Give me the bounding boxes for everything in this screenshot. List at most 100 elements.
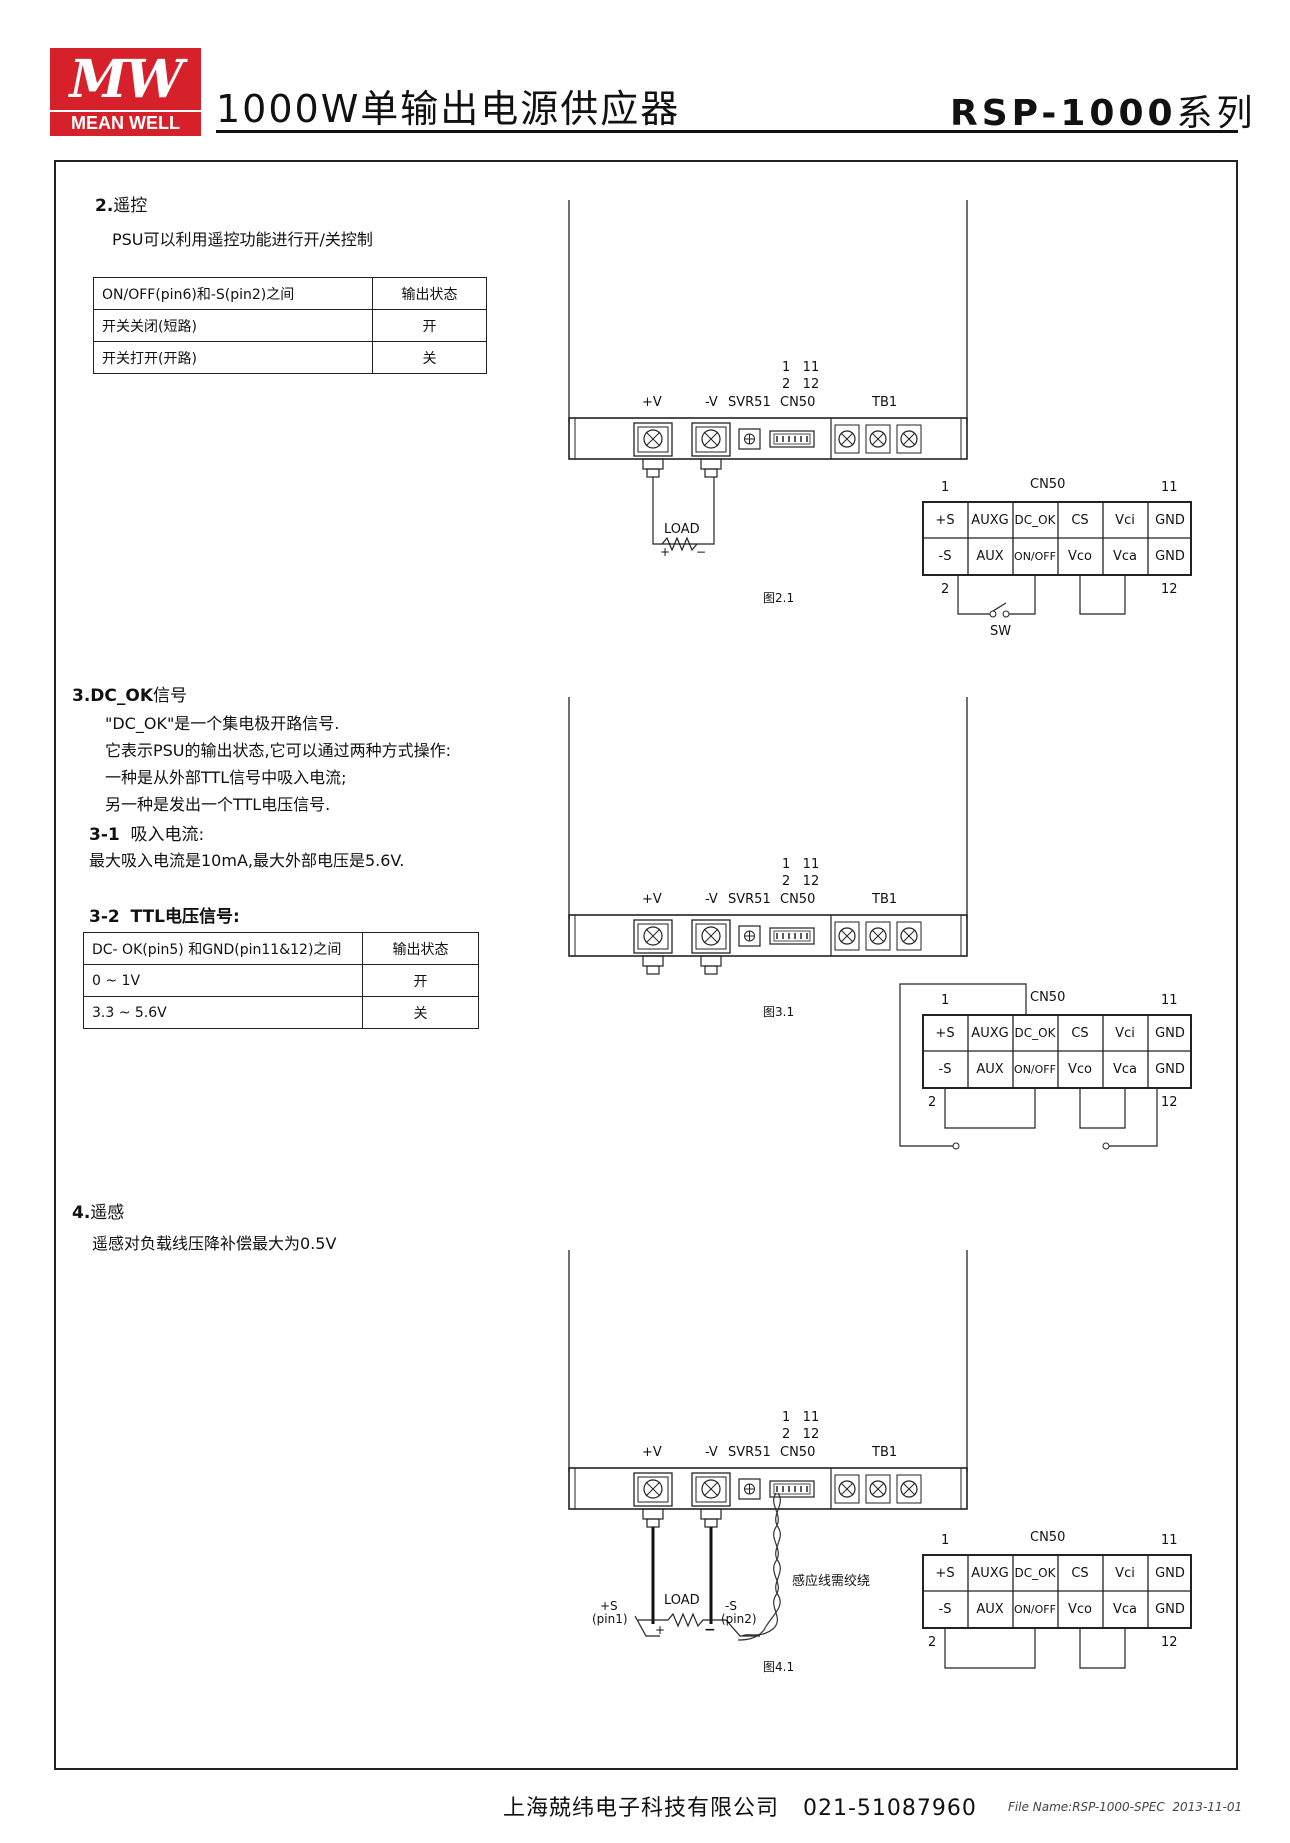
twist-note: 感应线需绞绕 bbox=[792, 1573, 870, 1589]
table-cell: 0 ~ 1V bbox=[83, 964, 363, 997]
cn50-cell: +S bbox=[935, 1026, 954, 1041]
cn50-cell: GND bbox=[1155, 1026, 1185, 1041]
logo-mark: MW bbox=[69, 49, 184, 110]
cn50-pin-11: 11 bbox=[1161, 993, 1178, 1008]
section2-heading: 2.遥控 bbox=[95, 194, 147, 218]
label-pins-bottom: 2 12 bbox=[782, 874, 819, 889]
cn50-cell: Vco bbox=[1068, 1602, 1092, 1617]
figure-3-1: +V -V SVR51 CN50 TB1 1 11 2 12 图3.1 CN50… bbox=[568, 696, 1192, 1150]
section2-title: 遥控 bbox=[113, 196, 148, 216]
section3-1-heading: 3-1 吸入电流: bbox=[89, 823, 204, 847]
cn50-cell: Vco bbox=[1068, 1062, 1092, 1077]
label-minus: − bbox=[704, 1622, 716, 1638]
figure-2-1: +V -V SVR51 CN50 TB1 1 11 2 12 LOAD + − … bbox=[568, 199, 1192, 639]
cn50-cell: AUX bbox=[976, 1062, 1003, 1077]
cn50-cell: CS bbox=[1071, 1026, 1088, 1041]
meanwell-logo: MW MEAN WELL bbox=[50, 48, 201, 136]
cn50-cell: Vco bbox=[1068, 549, 1092, 564]
table-cell: 关 bbox=[362, 996, 479, 1029]
figure-2-1-label: 图2.1 bbox=[763, 591, 794, 605]
label-pv: +V bbox=[642, 1445, 662, 1460]
cn50-cell: Vci bbox=[1115, 1566, 1135, 1581]
cn50-cell: -S bbox=[939, 1602, 952, 1617]
label-tb1: TB1 bbox=[871, 395, 897, 410]
footer-phone: 021-51087960 bbox=[803, 1796, 977, 1821]
cn50-cell: GND bbox=[1155, 1602, 1185, 1617]
label-pins-top: 1 11 bbox=[782, 857, 819, 872]
cn50-cell: GND bbox=[1155, 1566, 1185, 1581]
cn50-cell: GND bbox=[1155, 549, 1185, 564]
section3-1-num: 3-1 bbox=[89, 825, 120, 845]
cn50-cell: DC_OK bbox=[1015, 1566, 1057, 1580]
switch-label: SW bbox=[990, 624, 1011, 639]
section3-1-title: 吸入电流: bbox=[130, 825, 205, 845]
label-cn50: CN50 bbox=[780, 892, 815, 907]
cn50-cell: Vci bbox=[1115, 1026, 1135, 1041]
label-plus: + bbox=[655, 1623, 665, 1637]
label-minus-s-pin: (pin2) bbox=[721, 1612, 757, 1626]
label-nv: -V bbox=[705, 1445, 718, 1460]
table-cell: 关 bbox=[372, 341, 487, 374]
cn50-cell: AUXG bbox=[971, 513, 1008, 528]
table-row: DC- OK(pin5) 和GND(pin11&12)之间输出状态 bbox=[83, 932, 479, 965]
label-pins-top: 1 11 bbox=[782, 1410, 819, 1425]
cn50-pin-2: 2 bbox=[928, 1635, 936, 1650]
section3-2-num: 3-2 bbox=[89, 907, 120, 927]
cn50-cell: -S bbox=[939, 549, 952, 564]
table-header-cell: DC- OK(pin5) 和GND(pin11&12)之间 bbox=[83, 932, 363, 965]
cn50-cell: -S bbox=[939, 1062, 952, 1077]
cn50-title: CN50 bbox=[1030, 1530, 1065, 1545]
cn50-pin-1: 1 bbox=[941, 1533, 949, 1548]
label-tb1: TB1 bbox=[871, 1445, 897, 1460]
label-nv: -V bbox=[705, 892, 718, 907]
label-pv: +V bbox=[642, 395, 662, 410]
label-pins-bottom: 2 12 bbox=[782, 1427, 819, 1442]
header-rule bbox=[216, 130, 1238, 133]
label-minus-s: -S bbox=[725, 1599, 737, 1613]
section4-num: 4. bbox=[72, 1203, 91, 1223]
cn50-pin-12: 12 bbox=[1161, 1635, 1178, 1650]
table-cell: 开关打开(开路) bbox=[93, 341, 373, 374]
label-svr: SVR51 bbox=[728, 892, 771, 907]
cn50-cell: +S bbox=[935, 513, 954, 528]
table-row: 开关打开(开路)关 bbox=[93, 341, 487, 374]
section3-table: DC- OK(pin5) 和GND(pin11&12)之间输出状态 0 ~ 1V… bbox=[83, 932, 479, 1029]
cn50-pin-1: 1 bbox=[941, 993, 949, 1008]
cn50-cell: AUXG bbox=[971, 1566, 1008, 1581]
cn50-cell: GND bbox=[1155, 1062, 1185, 1077]
cn50-pin-11: 11 bbox=[1161, 1533, 1178, 1548]
label-load: LOAD bbox=[664, 522, 700, 537]
cn50-pin-12: 12 bbox=[1161, 582, 1178, 597]
section3-heading: 3.DC_OK信号 bbox=[72, 684, 187, 708]
section3-line: "DC_OK"是一个集电极开路信号. bbox=[105, 714, 340, 733]
cn50-cell: Vca bbox=[1113, 1062, 1137, 1077]
cn50-cell: DC_OK bbox=[1015, 513, 1057, 527]
section4-desc: 遥感对负载线压降补偿最大为0.5V bbox=[92, 1234, 337, 1253]
section2-table: ON/OFF(pin6)和-S(pin2)之间输出状态 开关关闭(短路)开 开关… bbox=[93, 277, 487, 374]
footer-company: 上海兢纬电子科技有限公司 bbox=[503, 1796, 780, 1821]
label-plus-s-pin: (pin1) bbox=[592, 1612, 628, 1626]
cn50-pin-12: 12 bbox=[1161, 1095, 1178, 1110]
section4-title: 遥感 bbox=[90, 1203, 125, 1223]
series-model: RSP-1000 bbox=[950, 93, 1177, 134]
figure-4-1-label: 图4.1 bbox=[763, 1660, 794, 1674]
figure-4-1: +V -V SVR51 CN50 TB1 1 11 2 12 LOAD + − … bbox=[568, 1249, 1192, 1674]
label-pv: +V bbox=[642, 892, 662, 907]
table-cell: 开 bbox=[372, 309, 487, 342]
footer-file: File Name:RSP-1000-SPEC 2013-11-01 bbox=[1008, 1800, 1242, 1814]
section3-title: 信号 bbox=[153, 686, 187, 706]
table-header-cell: 输出状态 bbox=[362, 932, 479, 965]
footer-contact: 上海兢纬电子科技有限公司 021-51087960 bbox=[503, 1790, 977, 1822]
section3-num: 3.DC_OK bbox=[72, 686, 153, 706]
label-cn50: CN50 bbox=[780, 1445, 815, 1460]
section3-line: 一种是从外部TTL信号中吸入电流; bbox=[105, 768, 347, 787]
cn50-pin-11: 11 bbox=[1161, 480, 1178, 495]
section3-line: 它表示PSU的输出状态,它可以通过两种方式操作: bbox=[105, 741, 451, 760]
series-title: RSP-1000系列 bbox=[950, 84, 1257, 136]
label-svr: SVR51 bbox=[728, 395, 771, 410]
cn50-pin-2: 2 bbox=[928, 1095, 936, 1110]
cn50-cell: CS bbox=[1071, 513, 1088, 528]
label-plus: + bbox=[660, 545, 670, 559]
